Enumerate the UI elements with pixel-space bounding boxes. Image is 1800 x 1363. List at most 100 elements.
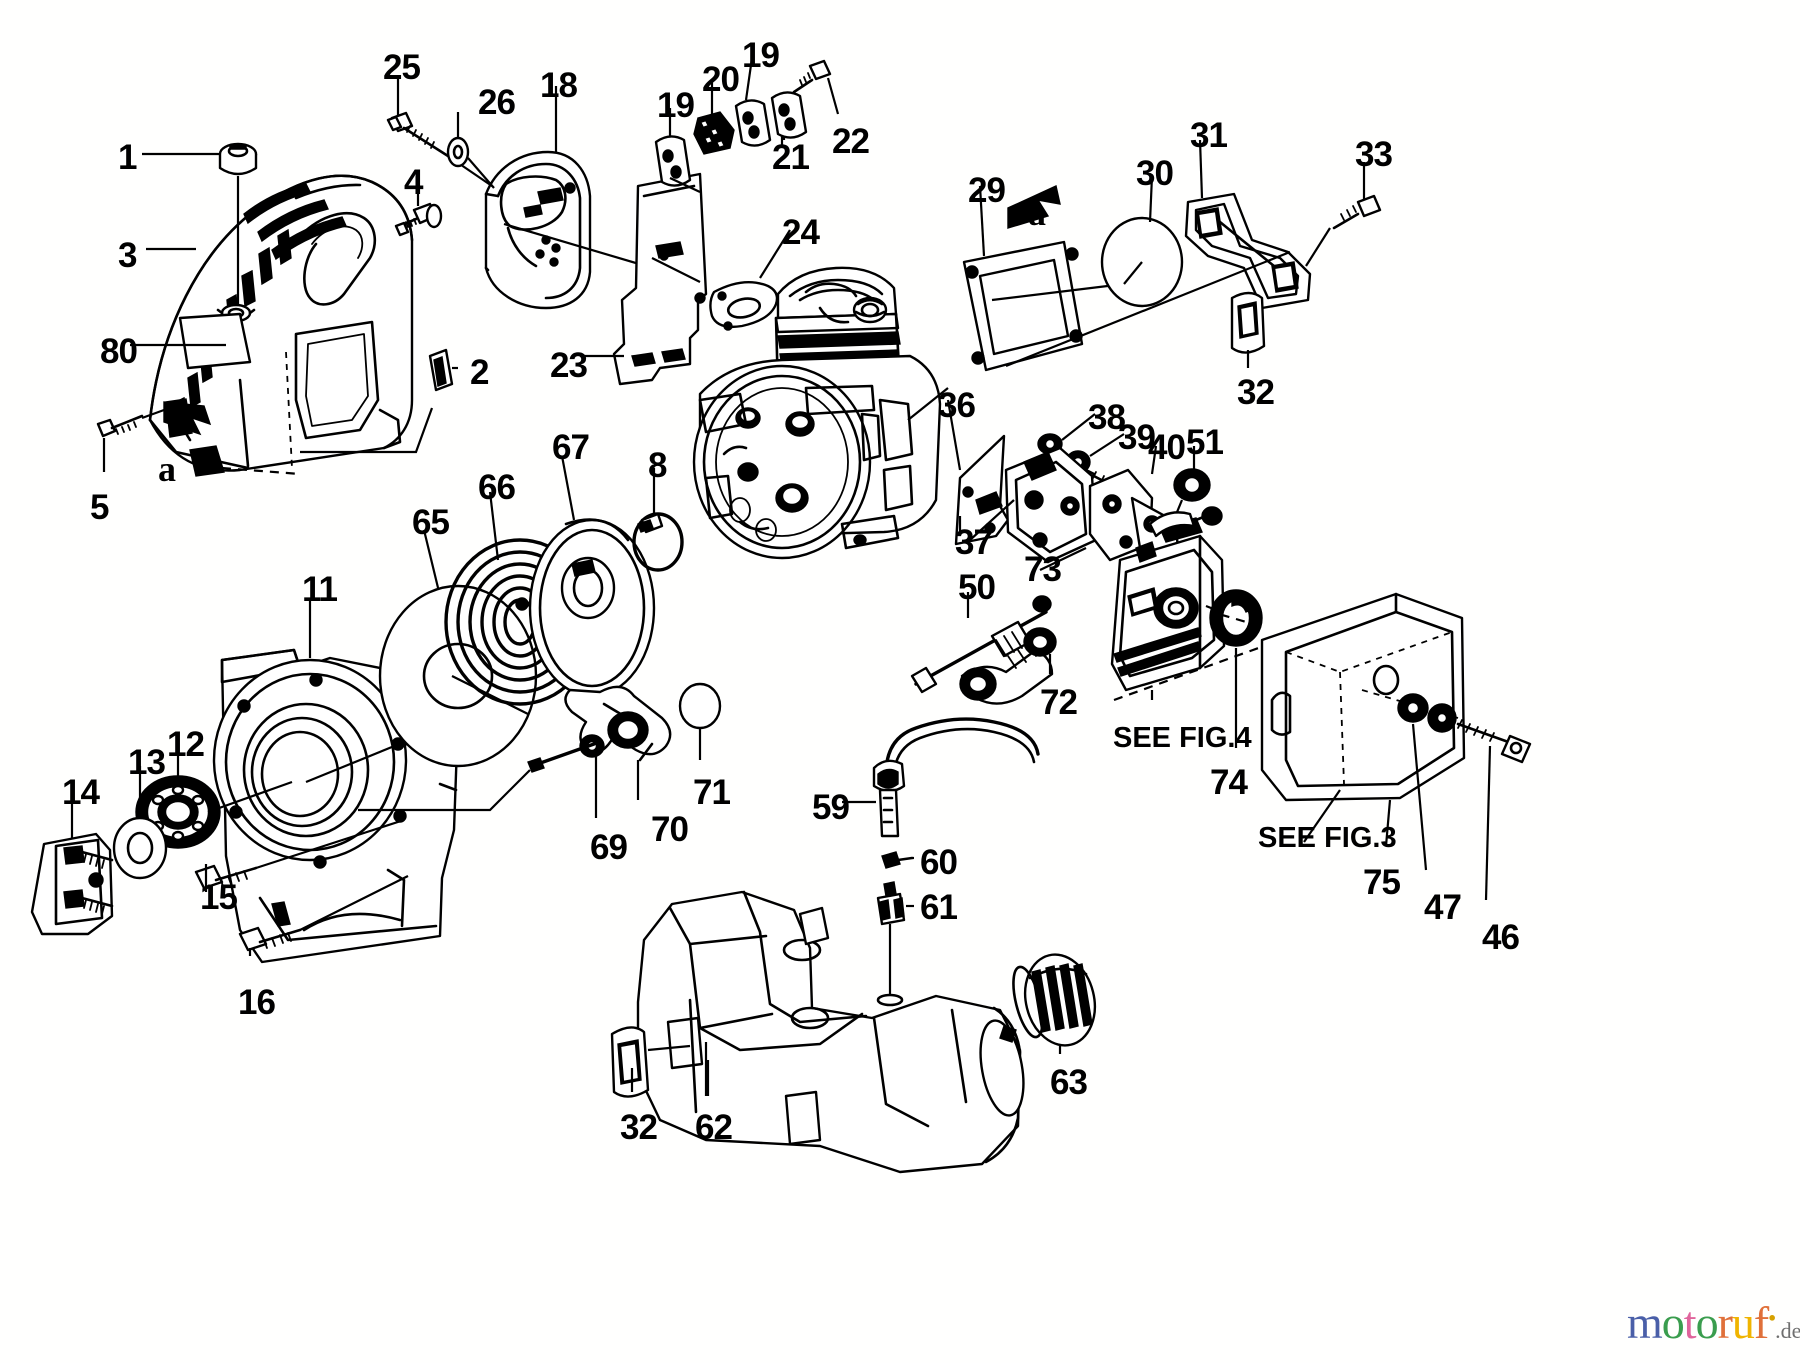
callout-11: 11 [302,570,338,609]
part-retaining-ring-8 [632,468,684,572]
orientation-mark-a-left: a [158,449,176,489]
callout-80: 80 [100,332,138,371]
logo-letter-t: t [1683,1297,1697,1348]
part-mount-32-lower [610,1026,691,1098]
callout-29: 29 [968,171,1006,210]
part-baffle-plate-23 [580,172,708,386]
see-fig-3-label: SEE FIG.3 [1258,822,1397,854]
part-bracket-21 [770,91,808,146]
callout-67: 67 [552,428,590,467]
part-bracket-19-right [734,57,772,147]
callout-38: 38 [1088,398,1126,437]
part-grommet-1 [218,142,258,306]
arrow-a-right [1007,185,1061,229]
callout-23: 23 [550,346,588,385]
callout-20: 20 [702,60,740,99]
callout-61: 61 [920,888,958,927]
part-nut-extra [1427,703,1457,733]
logo-letter-m: m [1627,1297,1663,1348]
callout-30: 30 [1136,154,1174,193]
callout-19b: 19 [742,36,780,75]
callout-66: 66 [478,468,516,507]
callout-24: 24 [782,213,820,252]
callout-3: 3 [118,236,137,275]
logo-letter-o2: o [1695,1297,1719,1348]
callout-2: 2 [470,353,489,392]
part-mount-32-upper [1230,291,1266,368]
callout-32-upper: 32 [1237,373,1275,412]
part-fuel-tank-62 [636,890,1025,1174]
callout-16: 16 [238,983,276,1022]
part-bearing-12 [135,748,293,849]
part-pulley-65 [378,529,538,768]
part-clip-60 [881,851,914,869]
part-bolt-16 [238,875,409,956]
part-washer-13 [112,766,168,880]
callout-5: 5 [90,488,109,527]
part-reel-cover-67 [528,455,656,698]
motoruf-logo: motoruf●.de [1627,1296,1800,1349]
callout-31: 31 [1190,116,1228,155]
part-diaphragm-30 [1100,175,1184,308]
part-fuel-cap-63 [1012,953,1097,1054]
part-bolt-15 [194,818,405,892]
callout-47: 47 [1424,888,1462,927]
callout-33: 33 [1355,135,1393,174]
part-bolt-33 [1305,162,1382,267]
part-bolt-4 [394,182,443,237]
callout-26: 26 [478,83,516,122]
part-starter-rope-69 [358,742,598,818]
callout-14: 14 [62,773,100,812]
part-fuel-filter-61 [876,881,914,1007]
logo-letter-f: f [1753,1297,1769,1348]
part-gasket-24 [709,229,791,331]
callout-18: 18 [540,66,578,105]
callout-37: 37 [955,523,993,562]
callout-59: 59 [812,788,850,827]
part-screw-22 [792,59,840,115]
logo-registered-dot: ● [1768,1309,1776,1325]
callout-13: 13 [128,743,166,782]
callout-21: 21 [772,138,810,177]
part-handle-bracket-31 [1005,139,1312,368]
callout-22: 22 [832,122,870,161]
callout-51: 51 [1186,423,1224,462]
assembly-axis-carb [1113,644,1265,702]
part-bushing-71 [678,682,722,760]
logo-letter-u: u [1731,1297,1755,1348]
callout-63: 63 [1050,1063,1088,1102]
assembly-axis-airbox [1211,610,1261,628]
part-ring-74 [1205,589,1263,748]
callout-4: 4 [404,163,423,202]
arrow-a-left [163,401,212,436]
callout-15: 15 [200,878,238,917]
part-cylinder-crankcase [692,266,949,560]
part-washer-47 [1397,693,1429,871]
part-screw-25 [386,78,493,187]
leader-75 [1384,799,1392,847]
part-fuel-hose-59 [842,717,1040,838]
see-fig-4-label: SEE FIG.4 [1113,722,1252,754]
part-grommet-51 [1166,446,1211,535]
logo-letter-o1: o [1661,1297,1685,1348]
callout-36: 36 [938,386,976,425]
callout-75: 75 [1363,863,1401,902]
callout-65: 65 [412,503,450,542]
orientation-mark-a-right: a [1028,193,1046,233]
part-clutch-shoe-14 [30,796,114,936]
callout-71: 71 [693,773,731,812]
part-contact-20 [693,82,735,155]
part-bolt-46 [1456,719,1532,901]
callout-39: 39 [1118,418,1156,457]
callout-73: 73 [1024,550,1062,589]
callout-25: 25 [383,48,421,87]
callout-12: 12 [167,725,205,764]
callout-50: 50 [958,568,996,607]
callout-8: 8 [648,446,667,485]
callout-74: 74 [1210,763,1248,802]
part-starter-handle-70 [564,685,672,800]
part-connector-72 [959,627,1057,705]
part-clip-2 [428,348,458,392]
part-bracket-19-left [654,108,701,193]
